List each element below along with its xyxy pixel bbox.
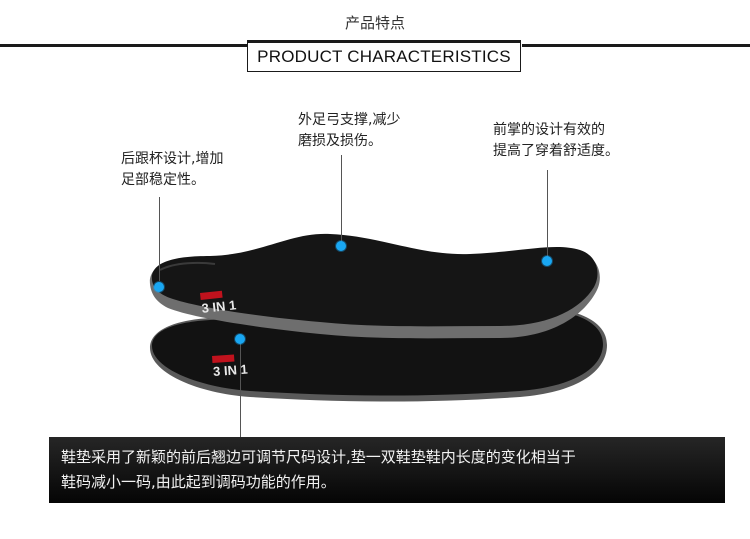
leader-sizing <box>240 340 241 438</box>
logo-lower-text: 3 IN 1 <box>213 362 249 379</box>
upper-insole <box>149 233 600 339</box>
logo-upper-text: 3 IN 1 <box>201 297 237 316</box>
header-rule-left <box>0 44 248 47</box>
callout-arch: 外足弓支撑,减少 磨损及损伤。 <box>298 110 400 152</box>
description-banner: 鞋垫采用了新颖的前后翘边可调节尺码设计,垫一双鞋垫鞋内长度的变化相当于 鞋码减小… <box>49 437 725 503</box>
leader-forefoot <box>547 170 548 260</box>
upper-insole-heel-rim <box>159 261 216 271</box>
marker-dot-sizing <box>235 334 245 344</box>
upper-insole-top <box>151 233 598 327</box>
leader-heel <box>159 197 160 281</box>
callout-heel: 后跟杯设计,增加 足部稳定性。 <box>121 149 223 191</box>
title-chinese: 产品特点 <box>344 14 405 32</box>
leader-arch <box>341 155 342 245</box>
description-line2: 鞋码减小一码,由此起到调码功能的作用。 <box>61 473 336 491</box>
title-english: PRODUCT CHARACTERISTICS <box>257 47 511 66</box>
header-rule-right <box>522 44 750 47</box>
callout-forefoot: 前掌的设计有效的 提高了穿着舒适度。 <box>493 120 619 162</box>
callout-forefoot-line2: 提高了穿着舒适度。 <box>493 143 619 159</box>
logo-upper: 3 IN 1 <box>200 290 237 316</box>
title-box: PRODUCT CHARACTERISTICS <box>247 40 521 72</box>
logo-lower: 3 IN 1 <box>212 354 248 379</box>
marker-dot-arch <box>336 241 346 251</box>
callout-forefoot-line1: 前掌的设计有效的 <box>493 122 605 138</box>
description-line1: 鞋垫采用了新颖的前后翘边可调节尺码设计,垫一双鞋垫鞋内长度的变化相当于 <box>61 448 576 466</box>
marker-dot-forefoot <box>542 256 552 266</box>
callout-arch-line2: 磨损及损伤。 <box>298 133 382 149</box>
logo-lower-red <box>212 354 235 363</box>
callout-heel-line1: 后跟杯设计,增加 <box>121 151 224 167</box>
callout-arch-line1: 外足弓支撑,减少 <box>298 112 401 128</box>
logo-upper-red <box>200 290 223 300</box>
marker-dot-heel <box>154 282 164 292</box>
callout-heel-line2: 足部稳定性。 <box>121 172 205 188</box>
